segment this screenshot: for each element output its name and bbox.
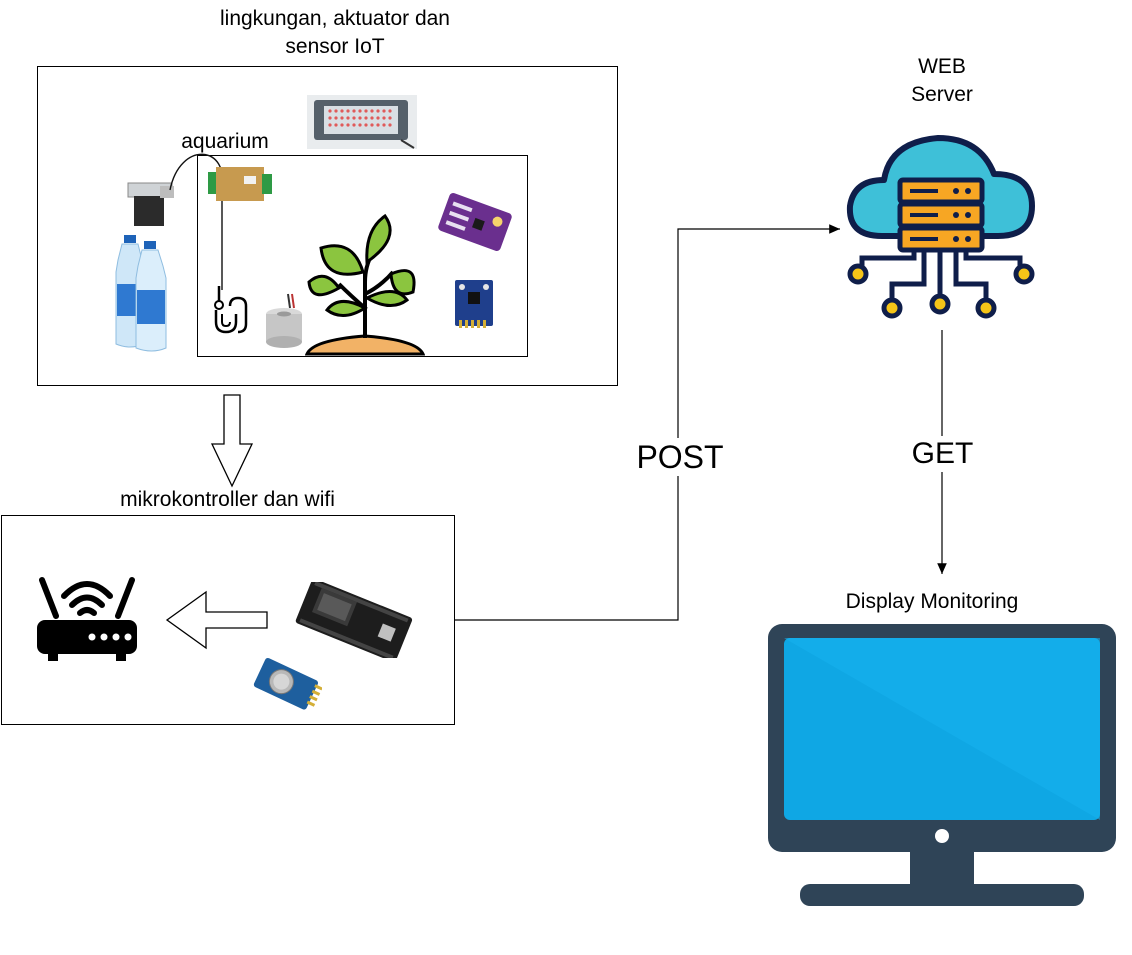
probe-icon xyxy=(214,286,248,334)
get-label: GET xyxy=(890,436,995,472)
led-panel-icon xyxy=(307,95,417,149)
water-bottle-icon xyxy=(115,235,167,352)
esp32-board-icon xyxy=(295,582,413,658)
environment-box-title: lingkungan, aktuator dan sensor IoT xyxy=(219,7,450,58)
monitor-icon xyxy=(768,624,1116,906)
router-icon xyxy=(37,577,137,661)
micro-box-title: mikrokontroller dan wifi xyxy=(120,488,335,511)
cloud-server-icon xyxy=(846,135,1035,319)
plant-icon xyxy=(305,213,425,356)
rtc-module-icon xyxy=(253,657,322,710)
gas-sensor-icon xyxy=(208,167,272,201)
accelerometer-icon xyxy=(455,280,493,328)
display-title: Display Monitoring xyxy=(845,590,1019,613)
web-server-title: WEB Server xyxy=(911,55,973,106)
down-block-arrow xyxy=(210,394,254,488)
aquarium-title: aquarium xyxy=(181,130,269,153)
light-sensor-icon xyxy=(438,193,512,251)
post-label: POST xyxy=(620,438,740,476)
humidifier-icon xyxy=(266,293,302,348)
post-connector xyxy=(455,224,840,621)
left-block-arrow xyxy=(165,590,268,650)
